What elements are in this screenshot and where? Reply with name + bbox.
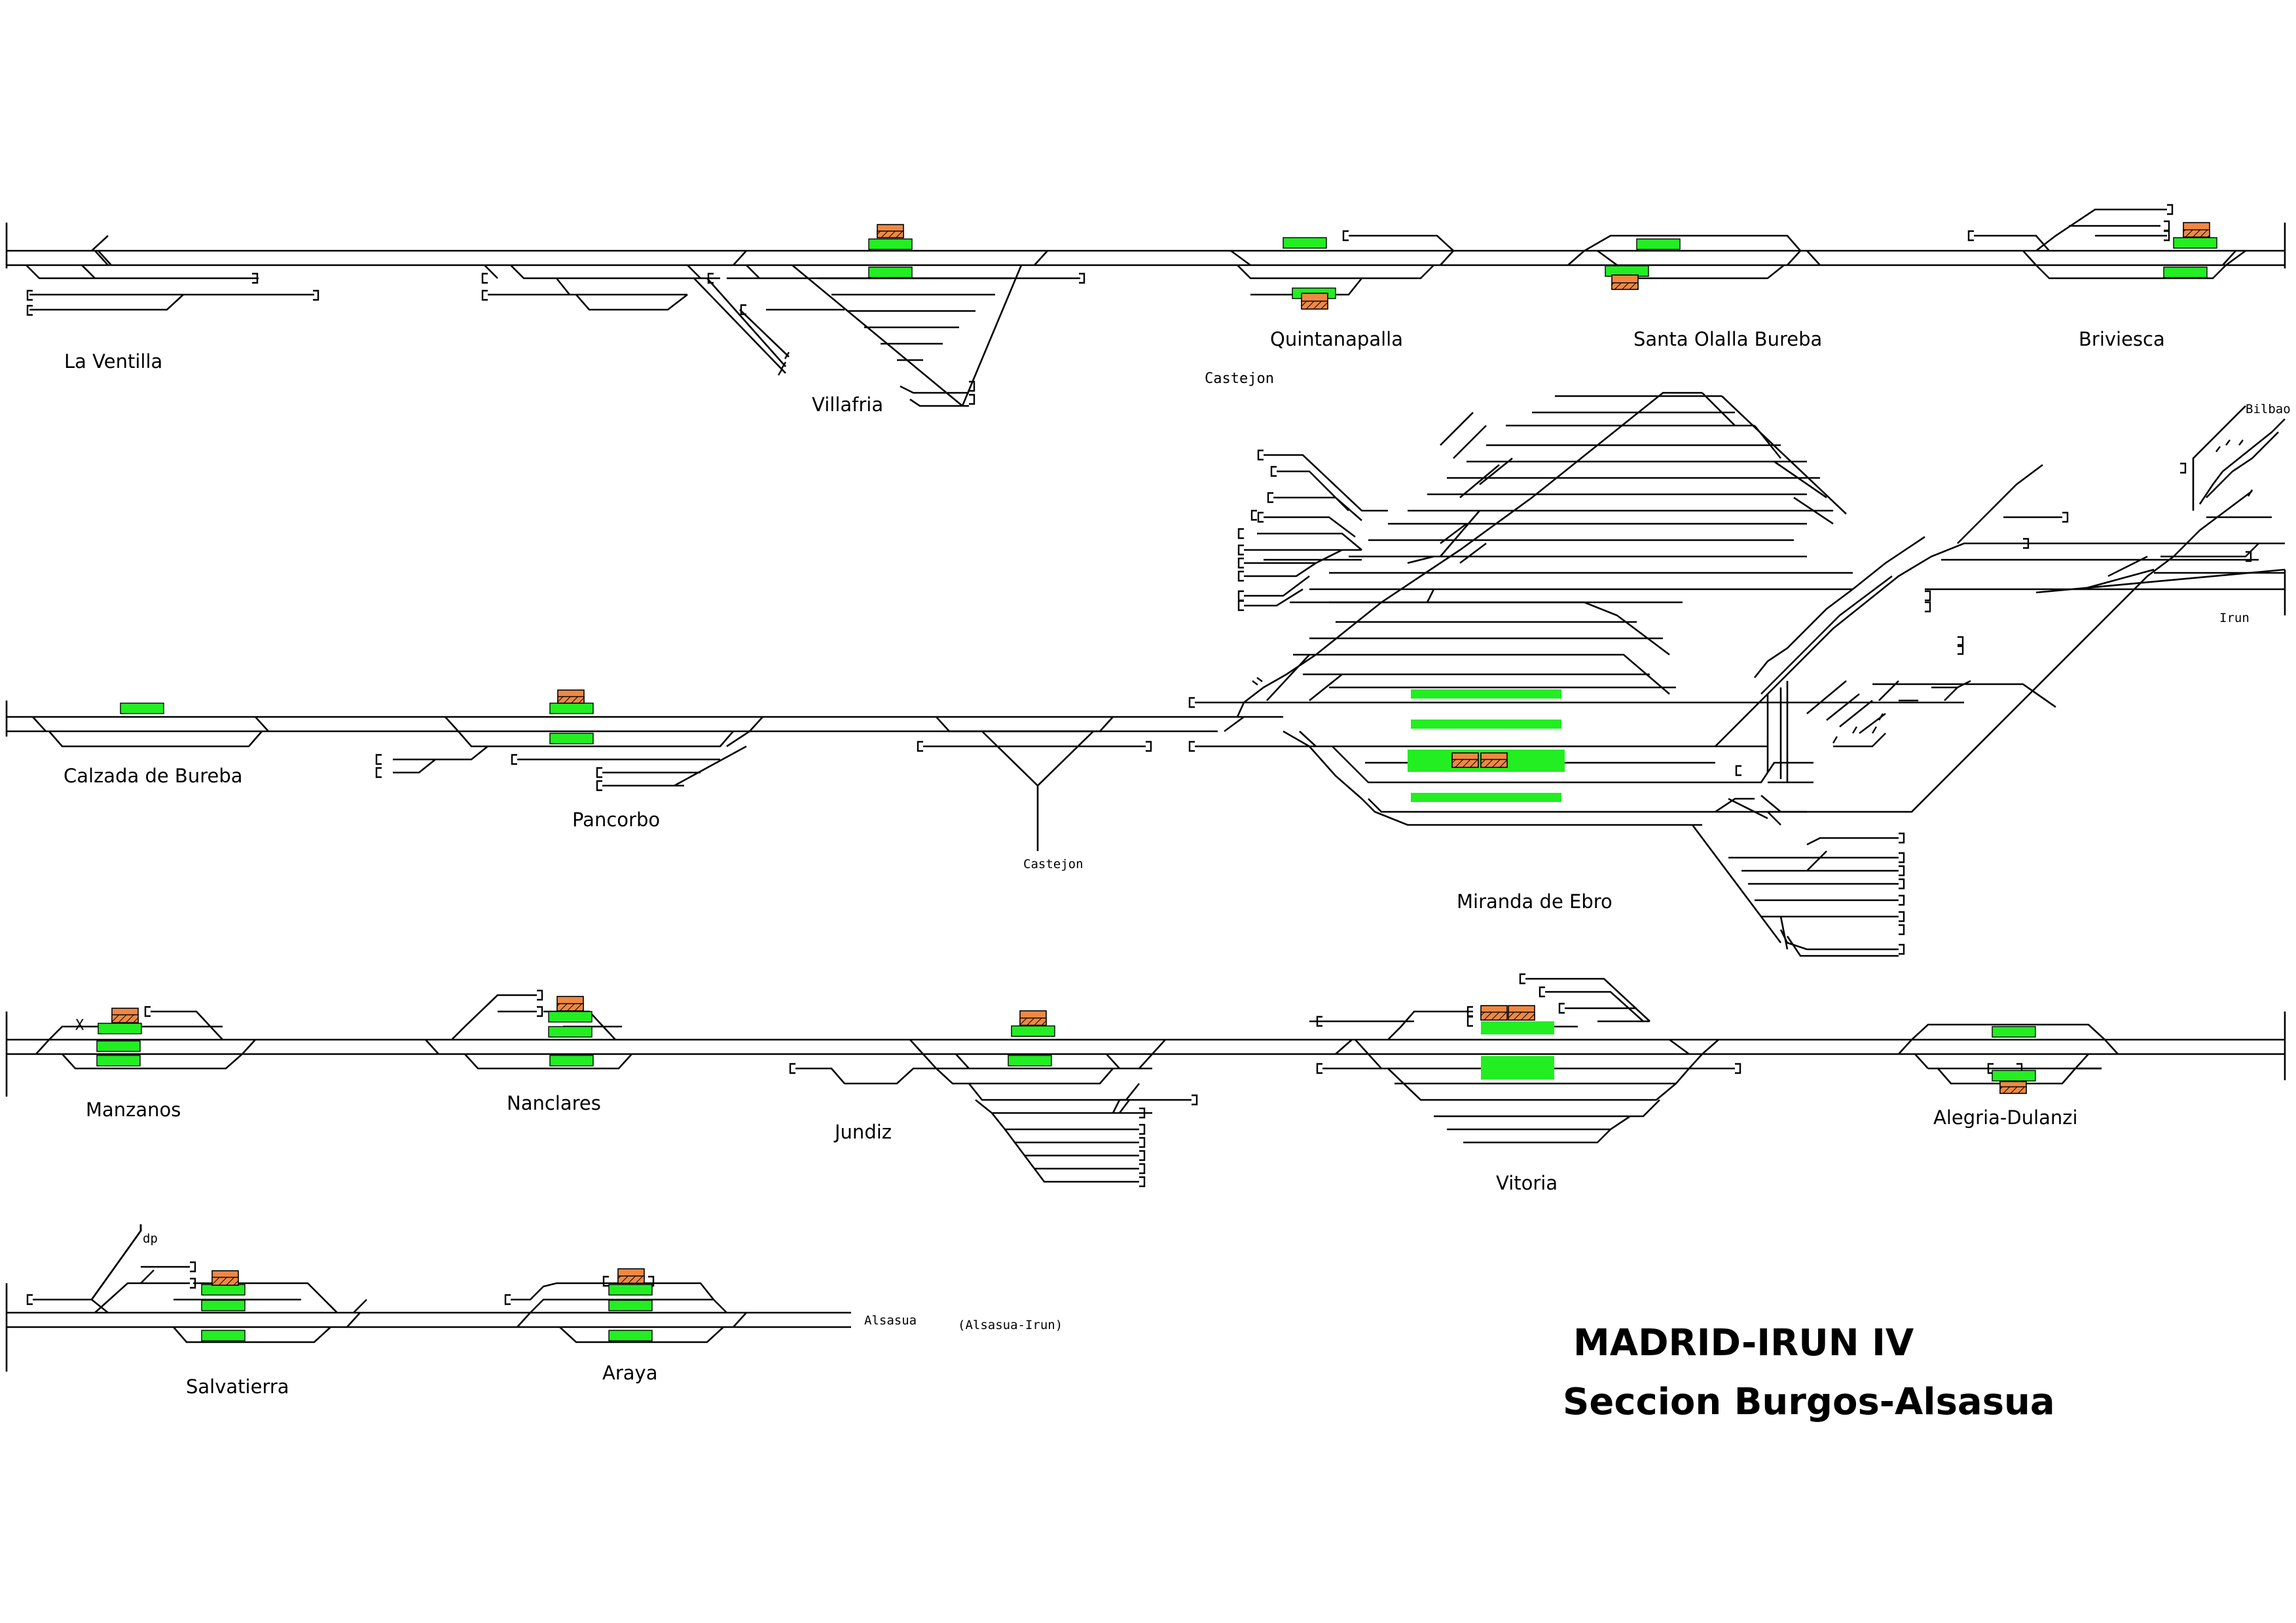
platform bbox=[201, 1330, 246, 1341]
platform bbox=[96, 1040, 141, 1052]
platform bbox=[1411, 793, 1561, 802]
platform bbox=[1481, 1056, 1554, 1080]
platform bbox=[120, 702, 164, 714]
station-building bbox=[111, 1014, 139, 1023]
station-labels: La Ventilla Villafria Quintanapalla Sant… bbox=[64, 328, 2165, 1398]
platform bbox=[1008, 1055, 1052, 1067]
station-label-santa-olalla: Santa Olalla Bureba bbox=[1633, 328, 1822, 350]
platform bbox=[201, 1300, 246, 1311]
station-label-alegria: Alegria-Dulanzi bbox=[1933, 1106, 2078, 1129]
destination-label-castejon: Castejon bbox=[1205, 371, 1274, 387]
platform bbox=[1992, 1026, 2036, 1038]
destination-labels: Castejon Castejon Bilbao Irun Alsasua (A… bbox=[75, 371, 2291, 1332]
station-label-jundiz: Jundiz bbox=[833, 1121, 892, 1143]
station-building bbox=[1508, 1012, 1535, 1021]
station-building bbox=[2183, 229, 2210, 238]
row-2-tracks bbox=[5, 392, 2286, 957]
platform bbox=[98, 1023, 142, 1034]
station-building bbox=[1480, 759, 1508, 768]
platform bbox=[608, 1284, 653, 1296]
platform bbox=[1011, 1025, 1055, 1037]
platform bbox=[868, 238, 913, 250]
crossing-mark: X bbox=[75, 1017, 84, 1034]
platform bbox=[868, 266, 913, 278]
station-building bbox=[1999, 1086, 2027, 1094]
page-subtitle: Seccion Burgos-Alsasua bbox=[1563, 1381, 2055, 1423]
station-building bbox=[1611, 282, 1639, 290]
platform bbox=[201, 1284, 246, 1296]
platform bbox=[548, 1011, 592, 1023]
station-label-araya: Araya bbox=[602, 1362, 657, 1384]
destination-label-alsasua: Alsasua bbox=[864, 1313, 917, 1328]
station-buildings bbox=[111, 222, 2210, 1286]
platforms bbox=[96, 237, 2217, 1341]
station-label-quintanapalla: Quintanapalla bbox=[1270, 328, 1403, 350]
station-building bbox=[1019, 1017, 1047, 1026]
station-label-miranda: Miranda de Ebro bbox=[1457, 890, 1613, 913]
page-title: MADRID-IRUN IV bbox=[1573, 1322, 1914, 1364]
platform bbox=[1992, 1070, 2036, 1082]
station-label-nanclares: Nanclares bbox=[507, 1092, 601, 1114]
buffer-stops bbox=[26, 204, 2253, 1305]
title-block: MADRID-IRUN IV Seccion Burgos-Alsasua bbox=[1563, 1322, 2055, 1423]
station-building bbox=[877, 230, 904, 238]
station-building bbox=[557, 696, 585, 704]
row-4-tracks bbox=[5, 1224, 851, 1372]
platform bbox=[2173, 237, 2217, 249]
destination-label-bilbao: Bilbao bbox=[2246, 402, 2291, 416]
row-1-tracks bbox=[5, 208, 2286, 407]
platform bbox=[96, 1055, 141, 1067]
platform bbox=[1283, 237, 1327, 249]
platform bbox=[549, 1055, 594, 1067]
destination-label-alsasua-irun: (Alsasua-Irun) bbox=[958, 1318, 1063, 1332]
station-label-briviesca: Briviesca bbox=[2079, 328, 2165, 350]
station-building bbox=[1451, 759, 1479, 768]
platform bbox=[608, 1330, 653, 1341]
destination-label-dp: dp bbox=[143, 1231, 158, 1246]
platform bbox=[2163, 266, 2208, 278]
station-label-calzada: Calzada de Bureba bbox=[64, 765, 243, 787]
station-label-pancorbo: Pancorbo bbox=[572, 809, 660, 831]
station-label-villafria: Villafria bbox=[812, 393, 883, 416]
platform bbox=[608, 1300, 653, 1311]
platform bbox=[549, 702, 594, 714]
station-building bbox=[1480, 1012, 1508, 1021]
row-3-tracks bbox=[5, 977, 2286, 1183]
platform bbox=[1636, 238, 1681, 250]
station-building bbox=[556, 1003, 584, 1012]
station-building bbox=[617, 1275, 645, 1284]
platform bbox=[1481, 1021, 1554, 1034]
platform bbox=[1411, 720, 1561, 729]
destination-label-castejon: Castejon bbox=[1023, 857, 1084, 871]
station-building bbox=[211, 1277, 239, 1286]
station-label-la-ventilla: La Ventilla bbox=[64, 350, 162, 373]
station-label-manzanos: Manzanos bbox=[86, 1099, 181, 1121]
station-label-vitoria: Vitoria bbox=[1496, 1172, 1558, 1194]
destination-label-irun: Irun bbox=[2219, 611, 2250, 625]
station-label-salvatierra: Salvatierra bbox=[186, 1376, 289, 1398]
platform bbox=[1411, 689, 1561, 699]
platform bbox=[549, 733, 594, 744]
platform bbox=[548, 1026, 592, 1038]
station-building bbox=[1301, 301, 1328, 310]
